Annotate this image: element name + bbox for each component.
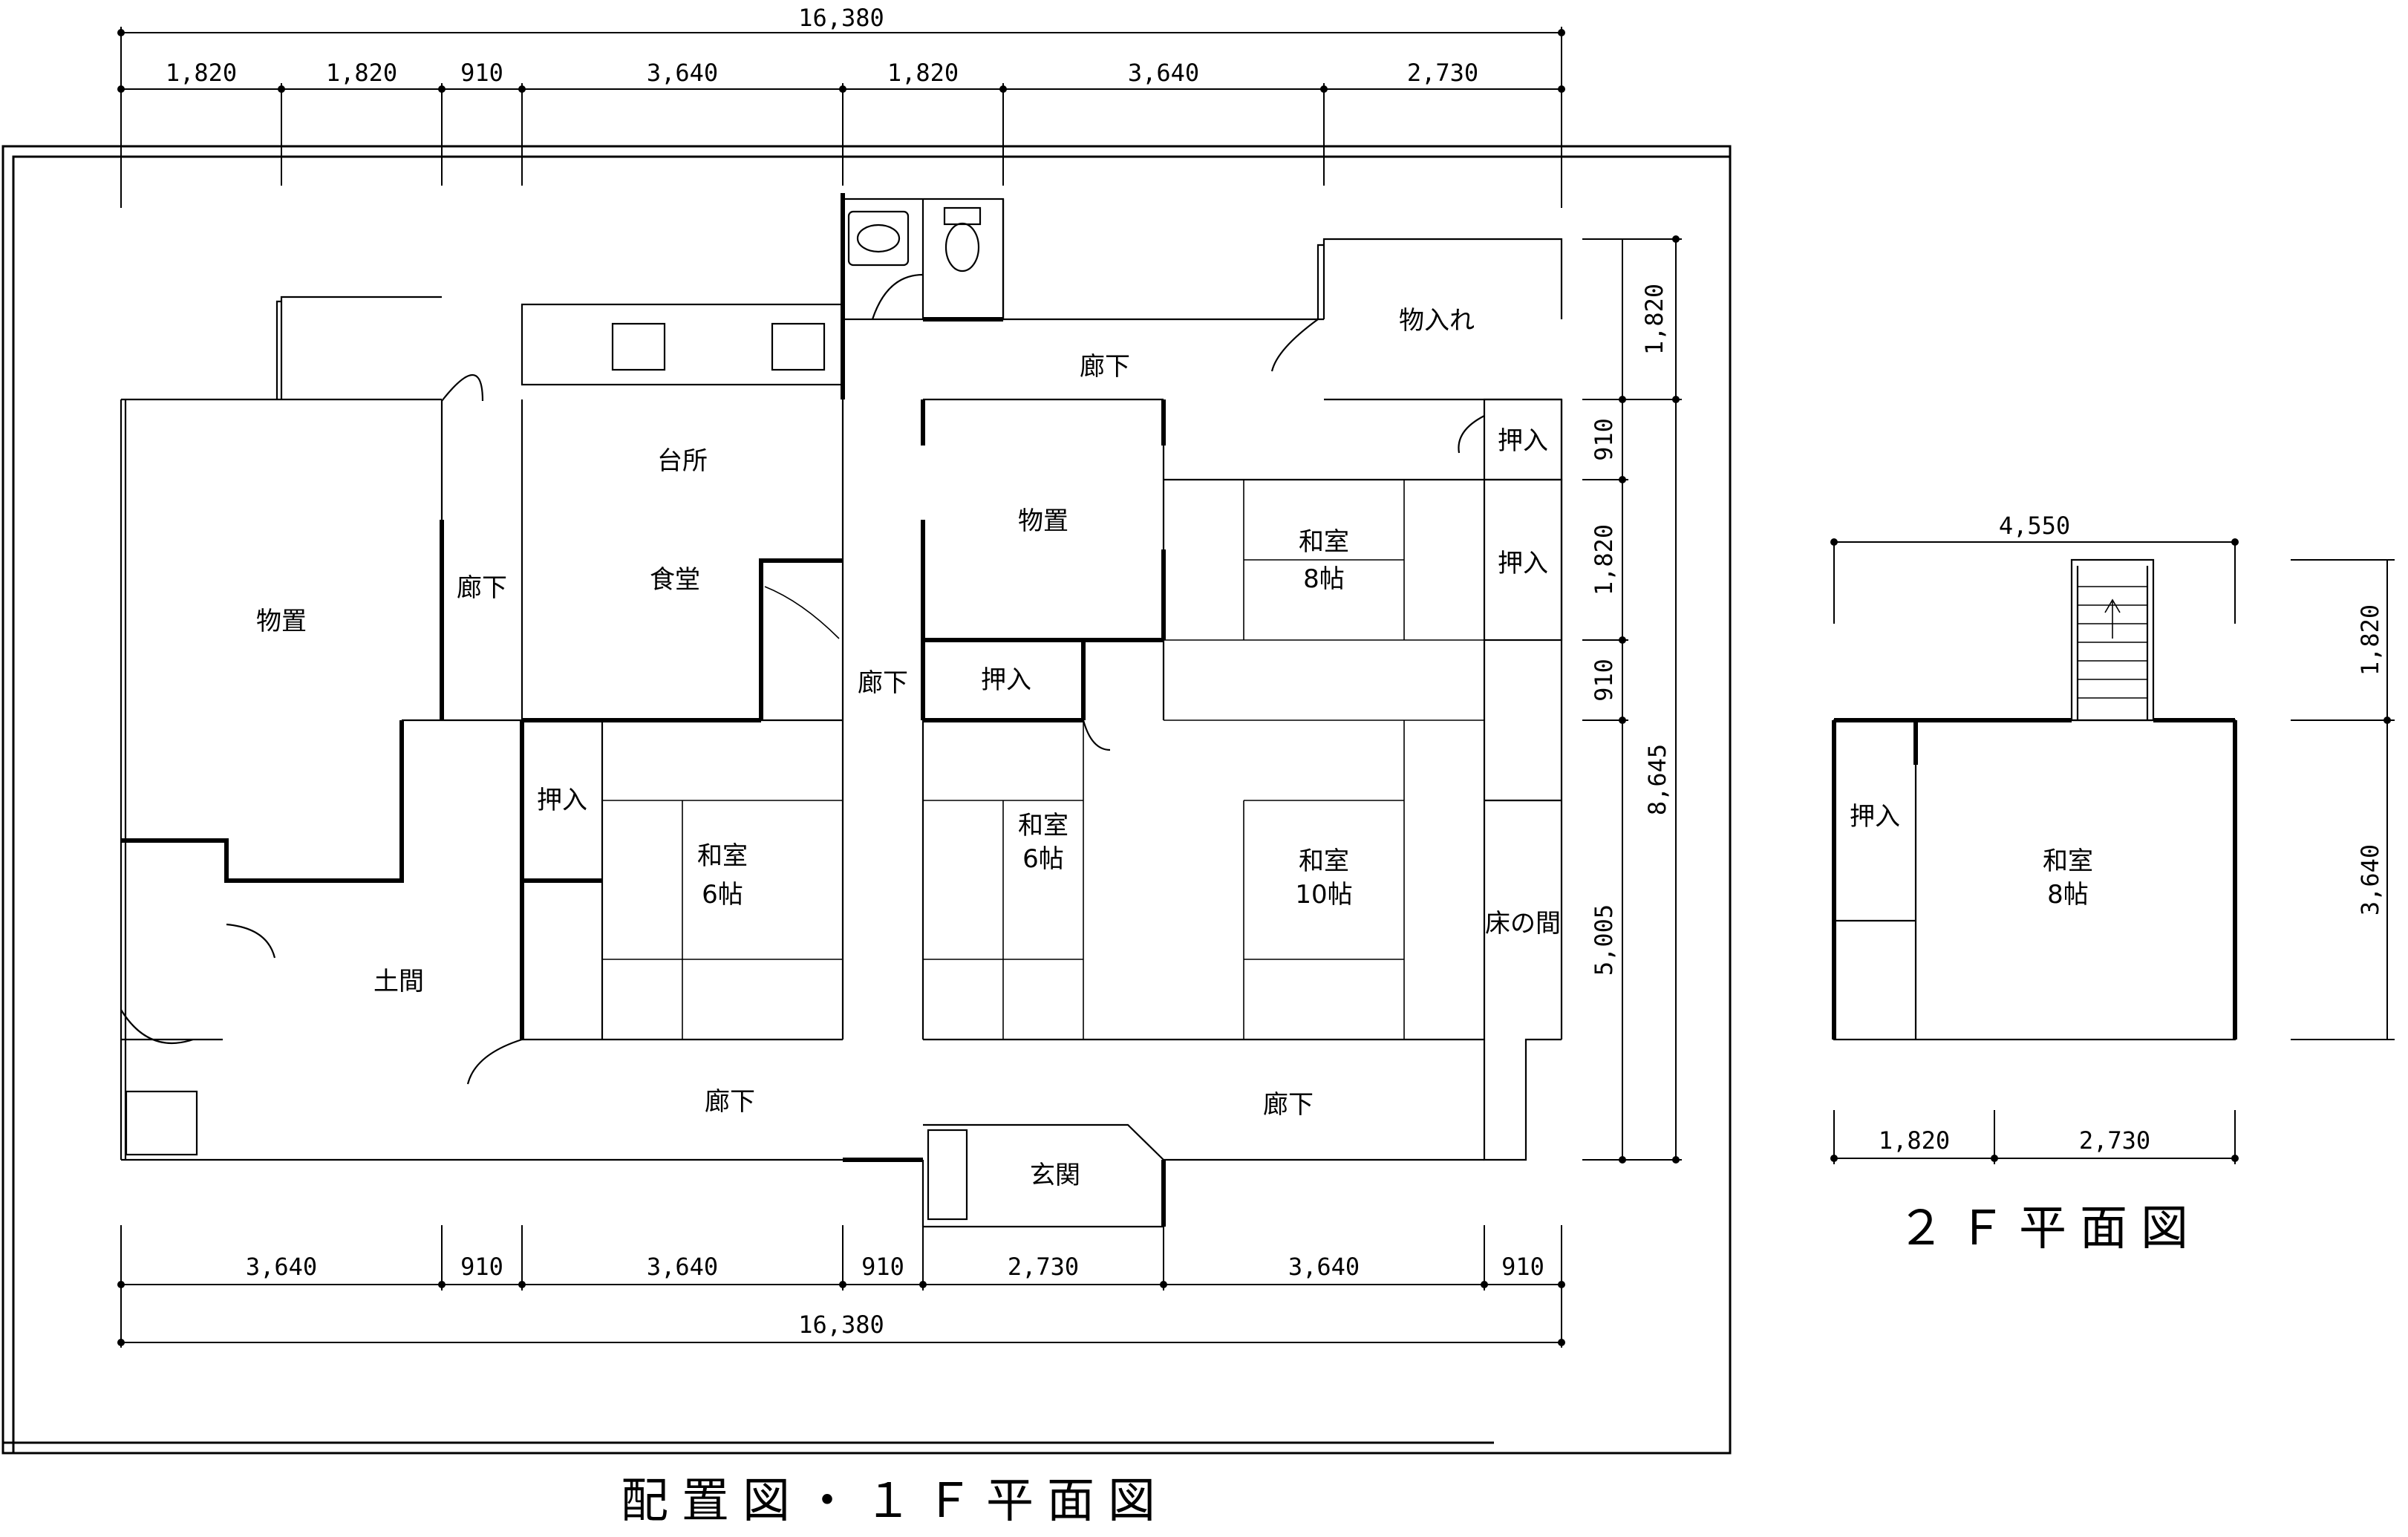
room-hall-south-e: 廊下 bbox=[1263, 1090, 1314, 1120]
dim-bottom-seg6: 3,640 bbox=[1288, 1253, 1360, 1281]
dim-top-seg7: 2,730 bbox=[1407, 59, 1478, 87]
right-dimension-labels: 1,820 910 1,820 910 5,005 8,645 bbox=[1590, 284, 1671, 976]
dim-right-seg1: 1,820 bbox=[1640, 284, 1668, 355]
dim-top-seg1: 1,820 bbox=[166, 59, 237, 87]
dim-bottom-seg4: 910 bbox=[861, 1253, 904, 1281]
room-oshiire-ne2: 押入 bbox=[1498, 549, 1548, 578]
room-hall-west: 廊下 bbox=[457, 573, 507, 603]
f2-dim-right2: 3,640 bbox=[2356, 844, 2384, 916]
floor2-labels: 4,550 1,820 3,640 1,820 2,730 押入 和室 8帖 bbox=[1850, 512, 2384, 1155]
dim-right-total: 8,645 bbox=[1643, 744, 1671, 815]
dim-right-seg4: 910 bbox=[1590, 659, 1618, 702]
room-storage-closet: 物入れ bbox=[1399, 306, 1475, 336]
dim-right-seg3: 1,820 bbox=[1590, 524, 1618, 595]
room-oshiire-center: 押入 bbox=[981, 665, 1031, 695]
room-washitsu8-size: 8帖 bbox=[1303, 564, 1345, 594]
dim-bottom-seg7: 910 bbox=[1501, 1253, 1544, 1281]
room-oshiire-west: 押入 bbox=[537, 786, 587, 815]
room-washitsu8-label: 和室 bbox=[1299, 527, 1349, 557]
bottom-dimension-lines bbox=[117, 1225, 1565, 1348]
dim-bottom-seg3: 3,640 bbox=[647, 1253, 718, 1281]
top-dimension-labels: 16,380 1,820 1,820 910 3,640 1,820 3,640… bbox=[166, 4, 1478, 87]
room-storage-west: 物置 bbox=[256, 607, 307, 636]
right-dimension-lines bbox=[1582, 235, 1682, 1164]
f2-dim-right1: 1,820 bbox=[2356, 604, 2384, 676]
dim-bottom-seg1: 3,640 bbox=[246, 1253, 317, 1281]
floor1-walls bbox=[120, 193, 1563, 1228]
dim-right-seg2: 910 bbox=[1590, 418, 1618, 461]
room-washitsu6b-label: 和室 bbox=[1018, 811, 1068, 841]
f2-room-washitsu-size: 8帖 bbox=[2047, 880, 2089, 910]
title-floor2: ２Ｆ平面図 bbox=[1897, 1201, 2202, 1256]
f2-dim-top: 4,550 bbox=[1999, 512, 2070, 540]
room-storage-center: 物置 bbox=[1018, 506, 1068, 536]
room-washitsu10-size: 10帖 bbox=[1295, 880, 1352, 910]
dim-top-seg6: 3,640 bbox=[1128, 59, 1199, 87]
room-oshiire-ne1: 押入 bbox=[1498, 426, 1548, 456]
floor1-room-labels: 物置 廊下 台所 食堂 物置 和室 8帖 物入れ 押入 押入 廊下 廊下 押入 … bbox=[256, 306, 1561, 1190]
dim-right-seg5: 5,005 bbox=[1590, 904, 1618, 976]
f2-dim-bottom1: 1,820 bbox=[1879, 1126, 1950, 1155]
room-hall-north: 廊下 bbox=[1080, 352, 1130, 382]
room-washitsu6a-size: 6帖 bbox=[702, 880, 743, 910]
dim-top-seg5: 1,820 bbox=[887, 59, 959, 87]
f2-room-washitsu-label: 和室 bbox=[2043, 846, 2093, 876]
room-dining: 食堂 bbox=[650, 565, 700, 595]
title-floor1: 配置図・１Ｆ平面図 bbox=[621, 1474, 1169, 1529]
room-hall-center: 廊下 bbox=[858, 668, 908, 698]
f2-room-oshiire: 押入 bbox=[1850, 802, 1900, 832]
room-kitchen: 台所 bbox=[657, 446, 708, 476]
bottom-dimension-labels: 3,640 910 3,640 910 2,730 3,640 910 16,3… bbox=[246, 1253, 1544, 1339]
room-hall-south-w: 廊下 bbox=[705, 1087, 755, 1117]
room-tokonoma: 床の間 bbox=[1485, 909, 1561, 939]
site-boundary bbox=[1, 145, 1732, 1455]
dim-top-seg3: 910 bbox=[460, 59, 503, 87]
dim-bottom-seg5: 2,730 bbox=[1008, 1253, 1079, 1281]
dim-top-total: 16,380 bbox=[798, 4, 884, 32]
room-genkan: 玄関 bbox=[1030, 1161, 1080, 1190]
dim-top-seg2: 1,820 bbox=[326, 59, 397, 87]
room-washitsu10-label: 和室 bbox=[1299, 846, 1349, 876]
dim-bottom-total: 16,380 bbox=[798, 1311, 884, 1339]
f2-dim-bottom2: 2,730 bbox=[2079, 1126, 2150, 1155]
room-doma: 土間 bbox=[373, 967, 424, 996]
room-washitsu6a-label: 和室 bbox=[697, 841, 748, 871]
dim-bottom-seg2: 910 bbox=[460, 1253, 503, 1281]
dim-top-seg4: 3,640 bbox=[647, 59, 718, 87]
floor2-plan bbox=[1830, 538, 2395, 1164]
top-dimension-lines bbox=[117, 27, 1565, 208]
room-washitsu6b-size: 6帖 bbox=[1022, 844, 1064, 874]
